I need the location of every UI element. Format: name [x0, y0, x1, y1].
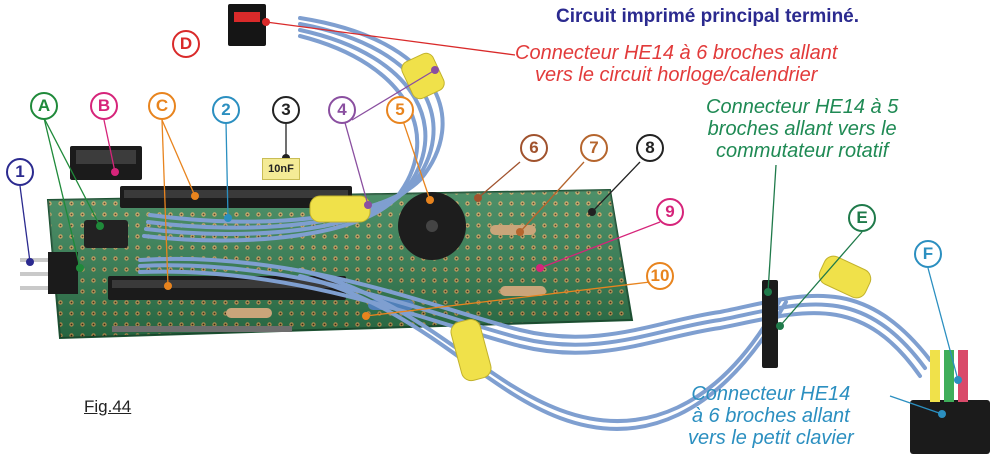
caption-line: Connecteur HE14 à 6 broches allant: [515, 42, 838, 64]
caption-line: Connecteur HE14 à 5: [706, 96, 899, 118]
callout-9: 9: [656, 198, 684, 226]
callout-e: E: [848, 204, 876, 232]
callout-6: 6: [520, 134, 548, 162]
callout-b: B: [90, 92, 118, 120]
caption-line: Connecteur HE14: [691, 383, 851, 405]
caption-connector-e: Connecteur HE14 à 5 broches allant vers …: [706, 96, 898, 162]
caption-connector-d: Connecteur HE14 à 6 broches allant vers …: [515, 42, 837, 86]
connector-e: [762, 280, 778, 368]
callout-4: 4: [328, 96, 356, 124]
header-strip-top: [120, 186, 352, 208]
caption-line: vers le circuit horloge/calendrier: [535, 64, 818, 86]
leader-dots: [26, 18, 962, 418]
callout-5: 5: [386, 96, 414, 124]
capacitor-value-label: 10nF: [262, 158, 300, 180]
ic-component: [84, 220, 128, 248]
caption-line: commutateur rotatif: [716, 140, 889, 162]
callout-8: 8: [636, 134, 664, 162]
header-connector-b: [70, 146, 142, 180]
callout-3: 3: [272, 96, 300, 124]
ribbon-wires: [138, 16, 932, 431]
callout-2: 2: [212, 96, 240, 124]
caption-line: vers le petit clavier: [688, 427, 854, 449]
callout-c: C: [148, 92, 176, 120]
caption-line: à 6 broches allant: [691, 405, 850, 427]
callout-1: 1: [6, 158, 34, 186]
caption-line: broches allant vers le: [707, 118, 897, 140]
callout-d: D: [172, 30, 200, 58]
jumper-wire: [112, 326, 292, 332]
callout-a: A: [30, 92, 58, 120]
leader-lines: [19, 21, 959, 415]
figure-number: Fig.44: [84, 397, 132, 416]
connector-f: [910, 350, 990, 454]
buzzer: [398, 192, 466, 260]
callout-7: 7: [580, 134, 608, 162]
caption-connector-f: Connecteur HE14 à 6 broches allant vers …: [688, 383, 854, 449]
pin-header-left: [20, 252, 78, 294]
connector-d: [228, 4, 266, 46]
callout-f: F: [914, 240, 942, 268]
figure-title: Circuit imprimé principal terminé.: [556, 6, 860, 27]
callout-10: 10: [646, 262, 674, 290]
